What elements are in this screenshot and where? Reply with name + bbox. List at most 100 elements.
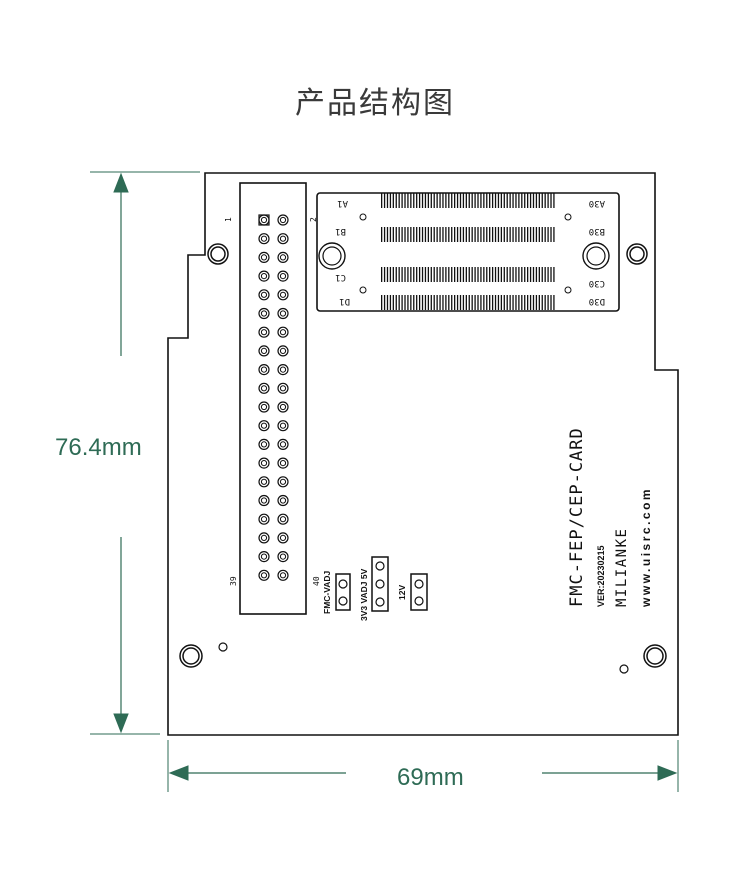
connector-pin bbox=[474, 227, 476, 242]
connector-pin bbox=[451, 267, 453, 282]
connector-pin bbox=[381, 295, 383, 310]
connector-pin bbox=[448, 295, 450, 310]
connector-pin bbox=[410, 227, 412, 242]
connector-pin bbox=[497, 267, 500, 282]
connector-pin bbox=[494, 295, 497, 310]
connector-pin bbox=[471, 227, 473, 242]
header-pin bbox=[277, 307, 289, 320]
connector-pin bbox=[535, 295, 538, 310]
connector-pin bbox=[529, 227, 532, 242]
connector-pin bbox=[480, 193, 482, 208]
width-dimension bbox=[167, 740, 679, 792]
pin2-label: 2 bbox=[309, 217, 318, 222]
connector-pin bbox=[451, 193, 453, 208]
alignment-hole-left bbox=[318, 242, 346, 270]
connector-pin bbox=[538, 227, 540, 242]
header-pin bbox=[258, 532, 270, 544]
connector-pin bbox=[439, 227, 441, 242]
connector-pin bbox=[401, 295, 403, 310]
header-pin bbox=[277, 214, 289, 226]
connector-pin bbox=[497, 227, 500, 242]
connector-pin bbox=[521, 267, 523, 282]
connector-pin bbox=[454, 295, 456, 310]
header-pin bbox=[258, 569, 270, 581]
connector-pin bbox=[427, 193, 430, 208]
connector-pin bbox=[383, 227, 386, 242]
connector-pin bbox=[424, 267, 427, 282]
connector-pin bbox=[383, 267, 386, 282]
connector-pin bbox=[421, 267, 424, 282]
header-pin bbox=[258, 382, 270, 394]
connector-pin bbox=[445, 295, 447, 310]
board-version: VER:20230215 bbox=[596, 545, 606, 607]
mounting-holes bbox=[179, 243, 667, 674]
connector-pin bbox=[486, 295, 488, 310]
header-pin-inner bbox=[260, 366, 268, 373]
connector-pin bbox=[489, 267, 491, 282]
connector-pin bbox=[401, 193, 403, 208]
header-pin bbox=[277, 270, 289, 282]
connector-pin bbox=[404, 267, 406, 282]
connector-pin bbox=[477, 227, 479, 242]
header-pin bbox=[258, 550, 270, 563]
header-pin-inner bbox=[260, 216, 268, 224]
connector-pin bbox=[541, 267, 543, 282]
header-pin-inner bbox=[279, 403, 287, 411]
connector-pin bbox=[477, 295, 479, 310]
label-d1: D1 bbox=[339, 296, 350, 306]
connector-pin bbox=[544, 295, 546, 310]
connector-pin bbox=[413, 193, 415, 208]
connector-pin bbox=[456, 267, 459, 282]
connector-pin bbox=[395, 267, 397, 282]
header-pin bbox=[277, 289, 289, 301]
connector-pin bbox=[442, 193, 444, 208]
connector-pin bbox=[439, 295, 441, 310]
connector-pin bbox=[538, 295, 540, 310]
connector-pin bbox=[424, 227, 427, 242]
connector-pin bbox=[445, 267, 447, 282]
header-pin-inner bbox=[260, 534, 268, 542]
header-pin-inner bbox=[279, 497, 287, 504]
connector-pin bbox=[421, 295, 424, 310]
connector-pin bbox=[433, 295, 435, 310]
connector-pin bbox=[489, 193, 491, 208]
connector-pin bbox=[459, 227, 462, 242]
connector-pin bbox=[430, 193, 432, 208]
header-pin-inner bbox=[279, 347, 287, 354]
connector-pin bbox=[392, 193, 394, 208]
label-d30: D30 bbox=[589, 296, 605, 306]
connector-pin bbox=[398, 193, 400, 208]
connector-pin bbox=[395, 227, 397, 242]
connector-pin bbox=[532, 193, 535, 208]
connector-pin bbox=[468, 227, 470, 242]
connector-pin bbox=[535, 193, 538, 208]
connector-pin bbox=[532, 227, 535, 242]
label-12v: 12V bbox=[397, 585, 407, 600]
arrow-right-icon bbox=[657, 765, 678, 781]
connector-pin bbox=[410, 267, 412, 282]
connector-pin bbox=[381, 193, 383, 208]
connector-pin bbox=[515, 267, 517, 282]
header-pin bbox=[277, 569, 289, 581]
connector-pin bbox=[398, 267, 400, 282]
pin39-label: 39 bbox=[229, 576, 238, 586]
connector-pin bbox=[503, 267, 505, 282]
connector-pin bbox=[468, 267, 470, 282]
connector-pin bbox=[506, 193, 508, 208]
arrow-down-icon bbox=[113, 713, 129, 734]
connector-pin bbox=[418, 227, 421, 242]
connector-pin bbox=[527, 295, 529, 310]
header-pin bbox=[258, 457, 270, 469]
connector-pin bbox=[392, 267, 394, 282]
connector-pin bbox=[483, 227, 485, 242]
connector-pin bbox=[547, 267, 549, 282]
header-pin-inner bbox=[279, 572, 287, 579]
connector-pin bbox=[454, 267, 456, 282]
connector-pin bbox=[553, 267, 555, 282]
height-dimension-label: 76.4mm bbox=[55, 434, 142, 461]
connector-pin bbox=[532, 267, 535, 282]
connector-pin bbox=[518, 267, 520, 282]
header-pin-inner bbox=[260, 516, 268, 523]
header-pin-inner bbox=[279, 310, 287, 317]
connector-pin bbox=[386, 193, 389, 208]
